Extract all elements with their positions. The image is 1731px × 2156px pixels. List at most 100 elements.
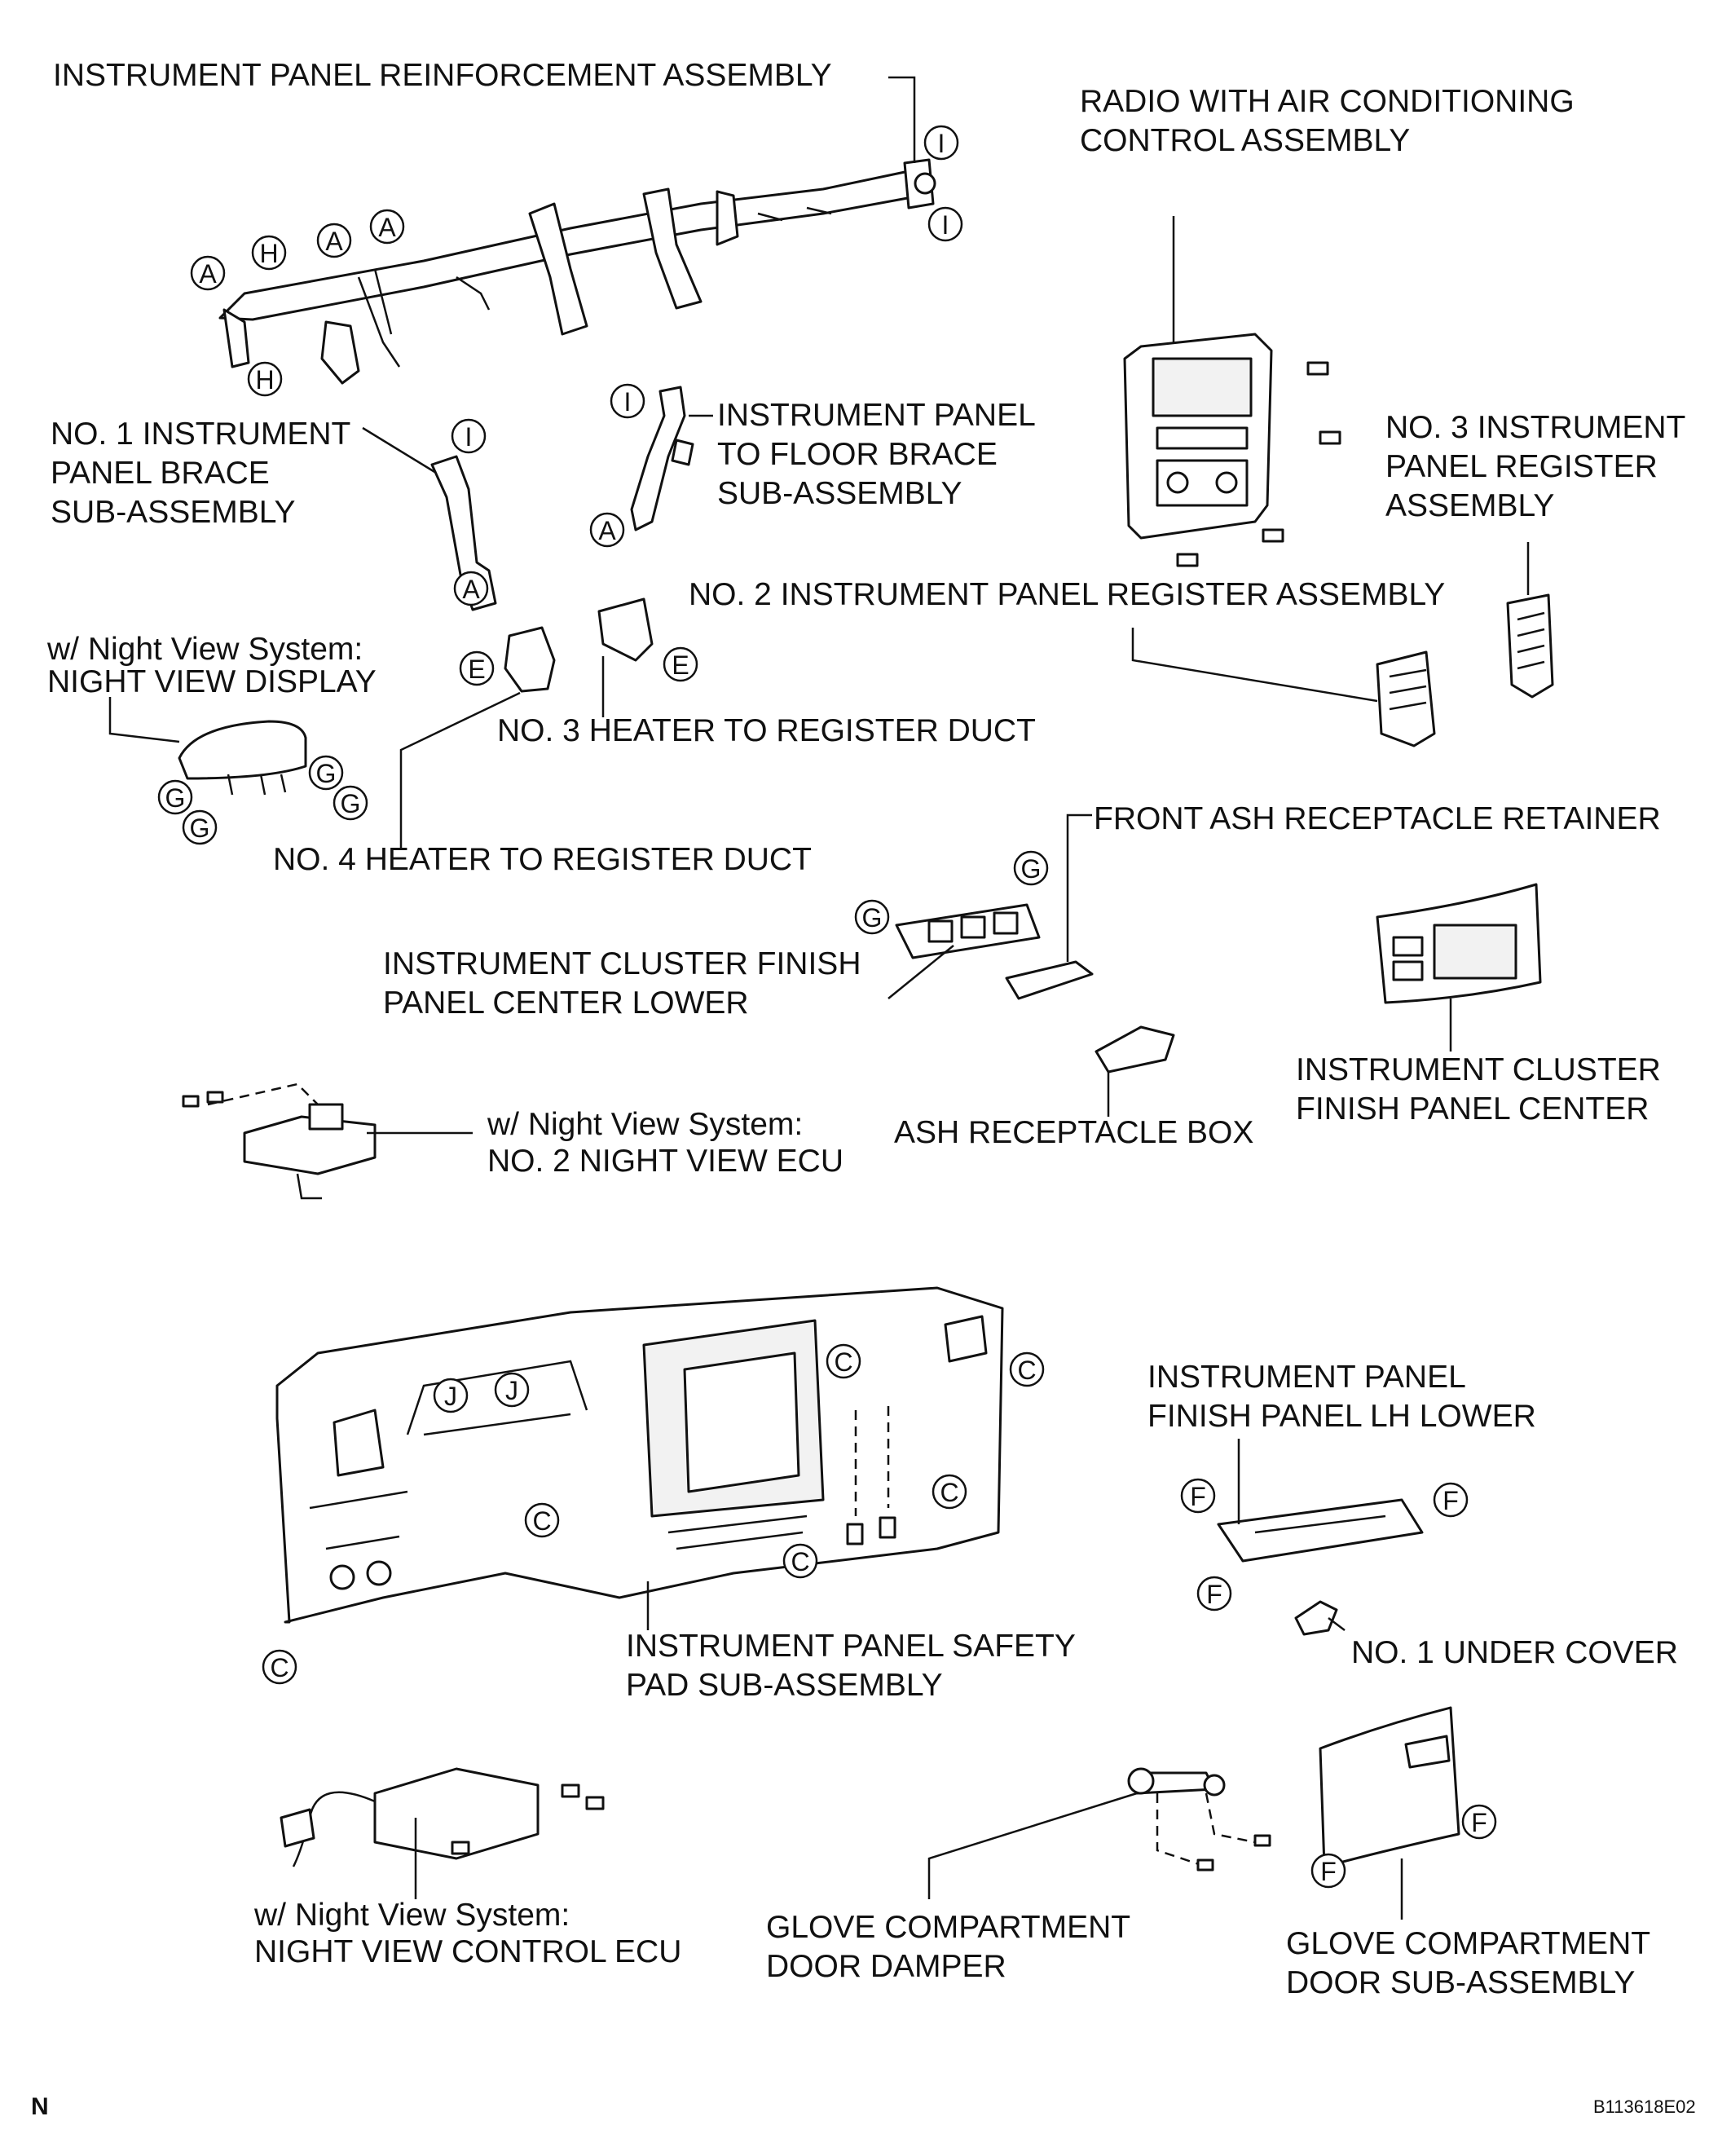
label-safety-pad-line1: INSTRUMENT PANEL SAFETY [626,1629,1076,1664]
callout-G: G [1013,850,1049,886]
callout-G: G [854,899,890,935]
ash-retainer-drawing [1005,813,1094,1000]
label-radio-line2: CONTROL ASSEMBLY [1080,123,1411,158]
svg-text:C: C [270,1653,288,1682]
callout-C: C [932,1474,967,1510]
cluster-finish-lower-drawing [888,903,1041,999]
svg-text:E: E [468,655,485,684]
svg-text:F: F [1190,1482,1206,1511]
finish-panel-lh-lower-drawing [1217,1439,1424,1563]
svg-text:A: A [598,516,616,545]
label-floorbrace-line2: TO FLOOR BRACE [717,437,998,472]
svg-text:F: F [1442,1486,1459,1515]
callout-I: I [610,383,645,419]
callout-C: C [1009,1351,1045,1387]
label-brace1-line2: PANEL BRACE [51,456,270,491]
reinforcement-beam-drawing [218,158,936,385]
label-reinforcement: INSTRUMENT PANEL REINFORCEMENT ASSEMBLY [53,58,832,93]
svg-text:I: I [942,210,949,240]
callout-H: H [251,235,287,271]
damper-drawing [927,1767,1271,1899]
callouts: I I A H A A H I A I A E E G G G G G G J … [157,125,1497,1889]
callout-E: E [663,646,698,682]
svg-text:G: G [1021,854,1042,884]
svg-text:G: G [862,903,883,933]
svg-text:C: C [940,1478,958,1507]
callout-F: F [1461,1804,1497,1840]
svg-text:F: F [1206,1580,1222,1609]
duct-no4-drawing [399,626,556,848]
label-floorbrace-line3: SUB-ASSEMBLY [717,476,962,511]
callout-G: G [333,785,368,821]
duct-no3-drawing [597,597,654,717]
svg-text:H: H [259,239,278,268]
label-safety-pad-line2: PAD SUB-ASSEMBLY [626,1668,943,1703]
label-reg3-line2: PANEL REGISTER [1385,449,1658,484]
callout-A: A [190,255,226,291]
label-floorbrace-line1: INSTRUMENT PANEL [717,398,1036,433]
label-reg3-line3: ASSEMBLY [1385,488,1555,523]
label-cluster-center-line2: FINISH PANEL CENTER [1296,1091,1650,1126]
radio-drawing [1123,216,1273,540]
svg-text:C: C [791,1547,809,1576]
label-finish-lh-line1: INSTRUMENT PANEL [1147,1360,1466,1395]
svg-text:I: I [465,422,473,452]
label-register2: NO. 2 INSTRUMENT PANEL REGISTER ASSEMBLY [689,577,1446,612]
callout-I: I [927,206,963,242]
label-glove-door-line1: GLOVE COMPARTMENT [1286,1926,1651,1961]
svg-text:G: G [165,783,186,813]
callout-F: F [1310,1853,1346,1889]
svg-text:A: A [199,259,217,289]
callout-G: G [157,779,193,815]
label-nvecu2-line1: w/ Night View System: [487,1107,804,1142]
radio-screws [1176,361,1341,567]
svg-text:G: G [341,789,361,818]
label-cluster-lower-line2: PANEL CENTER LOWER [383,985,749,1021]
svg-text:A: A [325,227,343,256]
callout-J: J [433,1378,469,1413]
label-cluster-lower-line1: INSTRUMENT CLUSTER FINISH [383,946,861,981]
callout-G: G [308,755,344,791]
callout-H: H [247,361,283,397]
label-radio-line1: RADIO WITH AIR CONDITIONING [1080,84,1575,119]
callout-A: A [369,209,405,245]
register-no3-drawing [1506,542,1554,699]
svg-text:G: G [190,813,210,843]
safety-pad-drawing [275,1286,1004,1630]
night-view-display-drawing [108,697,307,796]
callout-I: I [451,418,487,454]
svg-text:F: F [1471,1808,1487,1837]
svg-text:A: A [462,575,480,604]
callout-C: C [826,1343,861,1379]
label-damper-line1: GLOVE COMPARTMENT [766,1910,1131,1945]
svg-text:I: I [624,387,632,417]
callout-A: A [453,571,489,606]
figure-code: B113618E02 [1593,2096,1696,2117]
callout-J: J [494,1372,530,1408]
callout-F: F [1180,1478,1216,1514]
label-nvecu2-line2: NO. 2 NIGHT VIEW ECU [487,1144,843,1179]
svg-text:I: I [938,129,945,158]
svg-text:H: H [255,365,274,395]
label-duct3: NO. 3 HEATER TO REGISTER DUCT [497,713,1036,748]
svg-text:C: C [532,1506,551,1536]
label-nvcontrol-line2: NIGHT VIEW CONTROL ECU [254,1934,682,1969]
label-nvcontrol-line1: w/ Night View System: [254,1898,570,1933]
label-brace1-line1: NO. 1 INSTRUMENT [51,417,351,452]
ash-box-drawing [1095,1025,1175,1117]
north-indicator: N [31,2093,49,2120]
callout-A: A [589,512,625,548]
callout-I: I [923,125,959,161]
glove-door-drawing [1319,1706,1460,1920]
night-view-control-ecu-drawing [280,1767,605,1899]
callout-F: F [1196,1576,1232,1611]
callout-G: G [182,809,218,845]
svg-text:J: J [444,1382,457,1411]
floor-brace-drawing [630,386,713,531]
callout-F: F [1433,1482,1469,1518]
register-no2-drawing [1131,628,1436,747]
svg-text:C: C [1017,1356,1036,1385]
label-brace1-line3: SUB-ASSEMBLY [51,495,296,530]
cluster-center-drawing [1376,883,1542,1052]
label-damper-line2: DOOR DAMPER [766,1949,1006,1984]
